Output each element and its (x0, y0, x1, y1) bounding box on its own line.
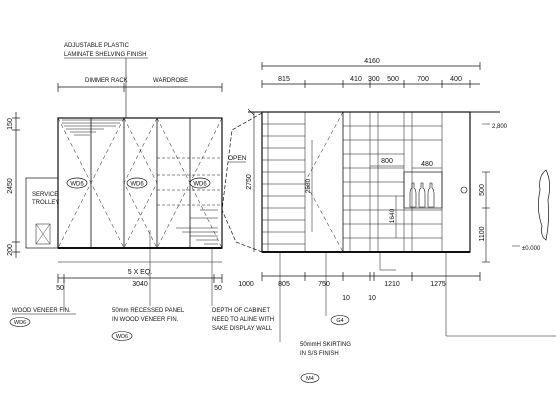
dim-2750: 2750 (246, 174, 253, 190)
recessed-note-1: 50mm RECESSED PANEL (112, 308, 185, 314)
service-label-2: TROLLEY (32, 200, 59, 206)
dim-400: 400 (450, 76, 462, 83)
door-swing-lines (57, 117, 223, 249)
wd6-tag-2 (126, 177, 148, 189)
bottom-hatch (176, 209, 218, 245)
level-2800: 2,800 (492, 124, 508, 130)
dim-500: 500 (387, 76, 399, 83)
dim-700: 700 (417, 76, 429, 83)
dim-200: 200 (7, 244, 14, 256)
wd6-tag-3-label: WD6 (193, 182, 207, 188)
dim-50-right: 50 (214, 285, 222, 292)
dim-10a: 10 (342, 295, 350, 302)
left-elevation: ADJUSTABLE PLASTIC LAMINATE SHELVING FIN… (7, 43, 263, 292)
dim-150: 150 (7, 118, 14, 130)
m4-tag-label: M4 (306, 376, 314, 382)
dim-1275: 1275 (430, 281, 446, 288)
dim-2580: 2580 (305, 178, 312, 193)
left-callouts: WOOD VENEER FIN. WD6 50mm RECESSED PANEL… (9, 230, 274, 341)
dim-1000: 1000 (238, 281, 254, 288)
skirting-note-1: 50mmH SKIRTING (300, 342, 351, 348)
g4-tag (330, 315, 350, 325)
sake-bottles (409, 182, 435, 208)
wd6-callout-1 (9, 317, 31, 327)
wd6-callout-1-label: WD6 (14, 320, 26, 326)
dim-300: 300 (368, 76, 380, 83)
wd6-tag-3 (189, 177, 211, 189)
wd6-tag-2-label: WD6 (130, 182, 144, 188)
dim-4160: 4160 (364, 58, 380, 65)
wood-veneer-note: WOOD VENEER FIN. (12, 308, 71, 314)
depth-note-2: NEED TO ALINE WITH (212, 317, 274, 323)
skirting-note-2: IN S/S FINISH (300, 351, 339, 357)
slatted-display-right (343, 112, 443, 252)
right-elevation: 4160 815 410 300 500 700 400 2,800 (238, 58, 550, 302)
small-marker (460, 186, 468, 194)
break-line (538, 169, 550, 241)
g4-tag-label: G4 (336, 318, 343, 324)
level-0000: ±0.000 (522, 246, 541, 252)
top-hatch (62, 119, 124, 136)
eq-label: 5 X EQ. (128, 269, 153, 276)
right-callouts: G4 50mmH SKIRTING IN S/S FINISH M4 (279, 252, 556, 383)
m4-tag (300, 373, 320, 383)
slatted-panel-left (262, 112, 306, 252)
service-trolley (25, 177, 59, 249)
open-outline (221, 112, 263, 253)
dim-815: 815 (278, 76, 290, 83)
wd6-tag-1 (66, 177, 88, 189)
dim-10b: 10 (368, 295, 376, 302)
dim-500-right: 500 (479, 184, 486, 196)
bottle-niche (403, 171, 443, 209)
dim-1100: 1100 (479, 226, 486, 241)
dim-750: 750 (318, 281, 330, 288)
door-swing-right (304, 111, 344, 253)
dim-800: 800 (381, 158, 393, 165)
dim-805: 805 (278, 281, 290, 288)
dim-1210: 1210 (384, 281, 400, 288)
depth-note-1: DEPTH OF CABINET (212, 308, 270, 314)
dim-410: 410 (350, 76, 362, 83)
depth-note-3: SAKE DISPLAY WALL (212, 326, 273, 332)
shelving-note-line2: LAMINATE SHELVING FINISH (64, 52, 146, 58)
wd6-callout-2 (111, 331, 133, 341)
dim-2450: 2450 (7, 178, 14, 194)
wd6-tag-1-label: WD6 (70, 182, 84, 188)
service-label-1: SERVICE (32, 192, 58, 198)
shelving-note-line1: ADJUSTABLE PLASTIC (64, 43, 130, 49)
dim-480: 480 (421, 161, 433, 168)
dim-3040: 3040 (132, 281, 148, 288)
right-leader (445, 252, 556, 337)
small-leader (379, 252, 396, 271)
dimmer-rack-label: DIMMER RACK (85, 78, 128, 84)
shelf-lines (157, 157, 222, 206)
recessed-note-2: IN WOOD VENEER FIN. (112, 317, 179, 323)
wd6-callout-2-label: WD6 (116, 334, 128, 340)
open-label: OPEN (228, 155, 247, 162)
wardrobe-label: WARDROBE (153, 78, 188, 84)
dim-50-left: 50 (56, 285, 64, 292)
dim-1640: 1640 (389, 208, 396, 223)
